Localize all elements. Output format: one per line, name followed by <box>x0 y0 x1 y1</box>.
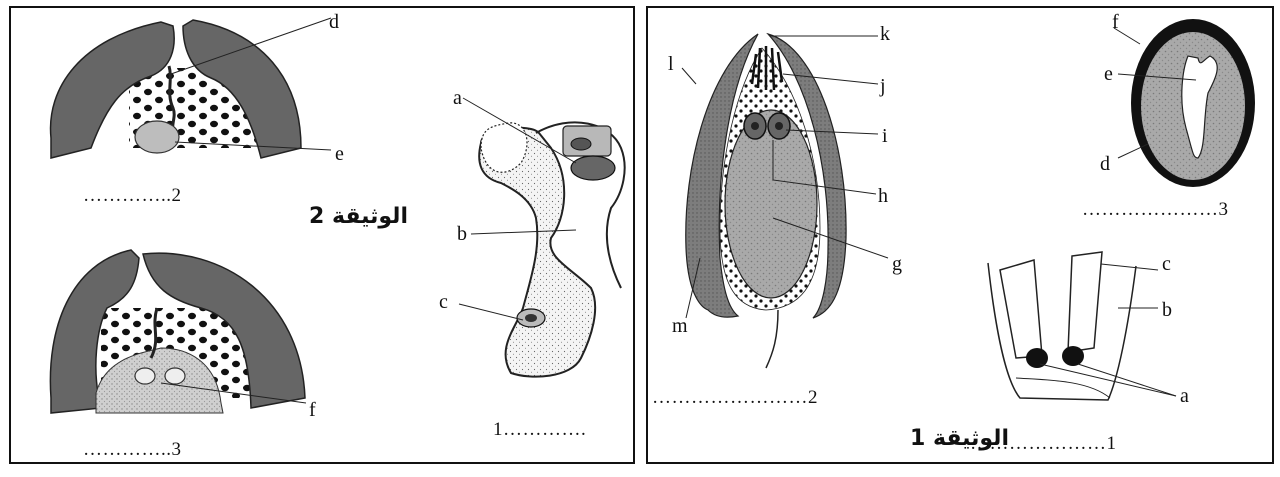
label-e: e <box>335 144 344 164</box>
label-f: f <box>1112 12 1119 32</box>
label-e: e <box>1104 64 1113 84</box>
document-2-drawings <box>11 8 637 466</box>
label-g: g <box>892 254 902 274</box>
label-c: c <box>1162 254 1171 274</box>
seed-figure-3 <box>1114 19 1255 187</box>
label-c: c <box>439 292 448 312</box>
label-d: d <box>329 12 339 32</box>
document-1-panel: k l j i h g m ……………………2 f e d …………………3 c… <box>646 6 1274 464</box>
ovule-figure-2 <box>51 18 331 158</box>
label-b: b <box>457 224 467 244</box>
document-2-title: الوثيقة 2 <box>309 206 408 228</box>
label-j: j <box>880 76 886 96</box>
caption-fig-1: …………………1 <box>970 434 1117 453</box>
label-a: a <box>453 88 462 108</box>
label-b: b <box>1162 300 1172 320</box>
caption-fig-1: 1…………. <box>493 420 586 439</box>
label-l: l <box>668 54 674 74</box>
label-m: m <box>672 316 688 336</box>
caption-fig-2: ……………………2 <box>652 388 818 407</box>
caption-fig-2: …………..2 <box>83 186 182 205</box>
pollen-grain-figure-1 <box>459 98 625 377</box>
document-2-panel: d e …………..2 الوثيقة 2 f …………..3 a b c 1…… <box>9 6 635 464</box>
label-d: d <box>1100 154 1110 174</box>
label-k: k <box>880 24 890 44</box>
label-a: a <box>1180 386 1189 406</box>
structure-figure-1 <box>988 252 1176 400</box>
label-h: h <box>878 186 888 206</box>
ovule-figure-2 <box>682 34 888 368</box>
caption-fig-3: …………………3 <box>1082 200 1229 219</box>
caption-fig-3: …………..3 <box>83 440 182 459</box>
ovule-figure-3 <box>50 250 306 413</box>
label-f: f <box>309 400 316 420</box>
label-i: i <box>882 126 888 146</box>
